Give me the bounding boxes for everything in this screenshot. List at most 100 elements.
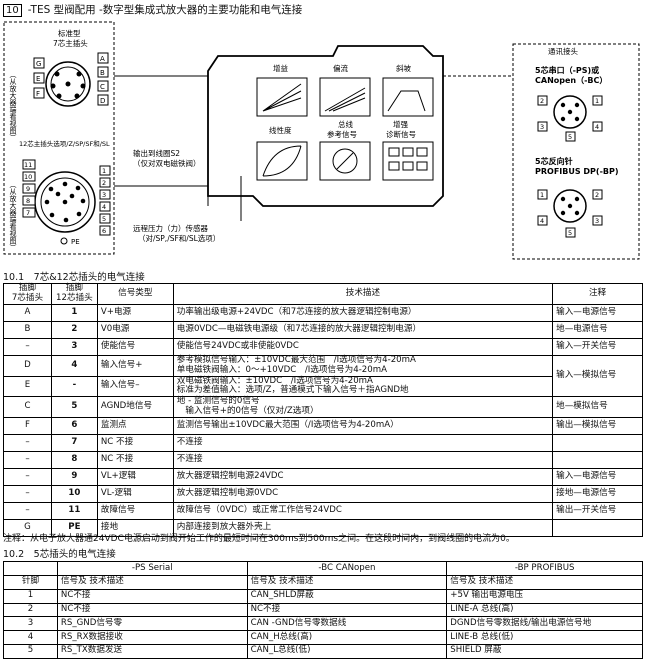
table-cell: 技术描述 xyxy=(172,283,554,305)
table-cell: -PS Serial xyxy=(56,561,248,576)
table-cell: E xyxy=(3,375,52,398)
func-gain: 增益 xyxy=(273,63,288,73)
amplifier-body xyxy=(207,45,444,207)
func-bus: 总线 xyxy=(338,119,353,129)
std-plug-label2: 7芯主插头 xyxy=(53,38,88,48)
svg-text:5: 5 xyxy=(568,229,572,237)
table-cell: CAN_H总线(高) xyxy=(246,630,448,645)
table-cell: CAN_L总线(低) xyxy=(246,643,448,659)
table-cell: 5 xyxy=(50,396,98,418)
table-cell: 信号及 技术描述 xyxy=(246,575,448,590)
table-cell: NC 不接 xyxy=(96,434,174,452)
table-cell: 输入信号+ xyxy=(96,354,174,377)
table-cell: 11 xyxy=(50,502,98,520)
table-cell: 放大器逻辑控制电源0VDC xyxy=(172,485,554,503)
table-cell: - xyxy=(50,375,98,398)
table-cell: NC不接 xyxy=(246,602,448,618)
table-cell: SHIELD 屏蔽 xyxy=(446,643,643,659)
func-ramp: 斜坡 xyxy=(396,63,411,73)
func-diag: 增强 xyxy=(393,119,408,129)
table-sub-header: 针脚 信号及 技术描述 信号及 技术描述 信号及 技术描述 xyxy=(3,575,643,590)
svg-text:F: F xyxy=(36,90,40,98)
table-cell: 9 xyxy=(50,468,98,486)
connector-frame xyxy=(3,21,115,255)
func-linearity: 线性度 xyxy=(269,125,292,135)
table-cell: 4 xyxy=(3,630,58,645)
table-cell: -BP PROFIBUS xyxy=(446,561,643,576)
table-cell: RS_RX数据接收 xyxy=(56,630,248,645)
svg-text:1: 1 xyxy=(595,97,599,105)
section-number: 10 xyxy=(3,4,22,17)
plug12-left-pins: 11 10 9 8 7 xyxy=(22,159,36,218)
table-cell: – xyxy=(3,485,52,503)
table-cell: -BC CANopen xyxy=(246,561,448,576)
table-cell: 监测信号输出±10VDC最大范围（/I选项信号为4-20mA） xyxy=(172,417,554,435)
table-cell: B xyxy=(3,320,52,339)
table-cell: – xyxy=(3,434,52,452)
func-diag2: 诊断信号 xyxy=(386,129,416,139)
table-cell: 地—模拟信号 xyxy=(552,396,643,418)
svg-text:C: C xyxy=(100,83,105,91)
svg-text:9: 9 xyxy=(26,185,30,193)
table-cell: NC不接 xyxy=(56,602,248,618)
svg-text:1: 1 xyxy=(540,191,544,199)
table-cell: 针脚 xyxy=(3,575,58,590)
plug7-right-pins: A B C D xyxy=(97,52,109,106)
svg-text:B: B xyxy=(100,69,105,77)
svg-text:2: 2 xyxy=(540,97,544,105)
section-header: 10 -TES 型阀配用 -数字型集成式放大器的主要功能和电气连接 xyxy=(3,2,302,17)
table-cell: 6 xyxy=(50,417,98,435)
table-cell: NC不接 xyxy=(56,588,248,604)
table-cell: 注释 xyxy=(552,283,643,305)
table-cell: 输入—电源信号 xyxy=(552,468,643,486)
svg-text:D: D xyxy=(100,97,105,105)
table-cell: 信号及 技术描述 xyxy=(446,575,643,590)
comm-frame xyxy=(512,43,640,260)
table-cell: 使能信号 xyxy=(96,337,174,356)
section-title: -TES 型阀配用 -数字型集成式放大器的主要功能和电气连接 xyxy=(27,4,303,16)
table-cell: 2 xyxy=(50,320,98,339)
side-view-label-bottom: （从放大器端看视图） xyxy=(9,181,17,251)
table-cell: NC 不接 xyxy=(96,451,174,469)
table-cell: – xyxy=(3,337,52,356)
table-cell: 故障信号 xyxy=(96,502,174,520)
wiring-diagram: （从放大器端看视图） （从放大器端看视图） 标准型 7芯主插头 G E F A … xyxy=(3,21,640,260)
svg-text:4: 4 xyxy=(595,123,599,131)
table-cell xyxy=(552,434,643,452)
svg-text:10: 10 xyxy=(24,173,32,181)
plug12-label: 12芯主插头选项/Z/SP/SF和/SL xyxy=(19,139,110,148)
table-cell: 1 xyxy=(50,303,98,322)
svg-text:7: 7 xyxy=(26,209,30,217)
table-cell: 接地—电源信号 xyxy=(552,485,643,503)
side-view-label-top: （从放大器端看视图） xyxy=(9,71,17,141)
ramp-panel xyxy=(382,77,434,117)
svg-text:3: 3 xyxy=(540,123,544,131)
table-cell: 输入—开关信号 xyxy=(552,337,643,356)
table-cell: 地 - 监测信号的0信号 输入信号+的0信号（仅对/Z选项） xyxy=(172,396,554,418)
table-cell: – xyxy=(3,468,52,486)
table-cell: C xyxy=(3,396,52,418)
table-cell: 2 xyxy=(3,602,58,618)
func-bus2: 参考信号 xyxy=(327,129,357,139)
table-cell: 10 xyxy=(50,485,98,503)
table-cell: V0电源 xyxy=(96,320,174,339)
comm-bc: CANopen（-BC） xyxy=(535,75,607,85)
table-cell: 8 xyxy=(50,451,98,469)
section1-title: 10.1 7芯&12芯插头的电气连接 xyxy=(3,272,145,283)
svg-text:4: 4 xyxy=(540,217,544,225)
table-cell: VL+逻辑 xyxy=(96,468,174,486)
svg-text:4: 4 xyxy=(102,203,106,211)
plug7-inner xyxy=(50,66,86,102)
svg-text:11: 11 xyxy=(24,161,32,169)
table-cell: 输入—模拟信号 xyxy=(552,354,643,398)
